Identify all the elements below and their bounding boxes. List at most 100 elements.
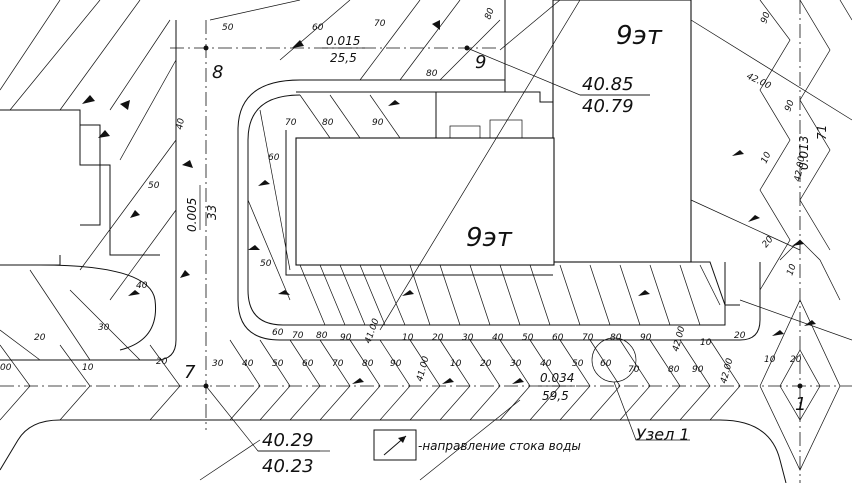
contour-label: 70: [292, 331, 304, 341]
contour-label: 20: [761, 235, 776, 250]
contour-label: 60: [552, 333, 564, 343]
contour-label: 60: [302, 359, 314, 369]
contour-label: 10: [402, 333, 414, 343]
elev-9-existing: 40.79: [582, 96, 634, 117]
contour-label: 40: [136, 281, 148, 291]
node-1-dot: [797, 383, 803, 389]
contour-label: 80: [362, 359, 374, 369]
legend-box: [373, 429, 417, 461]
node-callout-label: Узел 1: [636, 425, 690, 444]
left-building-step: [80, 124, 101, 226]
dist-7-8-value: 33: [205, 205, 219, 220]
flow-arrows: [82, 20, 816, 384]
left-building-base: [0, 255, 61, 266]
contour-label: 30: [462, 333, 474, 343]
contour-label: 10: [82, 363, 94, 373]
contour-label: 10: [764, 355, 776, 365]
contour-label: 20: [790, 355, 802, 365]
floors-main-label: 9эт: [466, 223, 513, 253]
contour-label: 50: [272, 359, 284, 369]
dist-7-1-value: 59,5: [542, 389, 569, 403]
contour-label: 80: [483, 7, 496, 21]
building-annex-2: [489, 119, 523, 139]
contour-label: 80: [316, 331, 328, 341]
road-bottom-left-curb: [0, 419, 61, 471]
contour-labels: 50 60 70 80 80 70 80 90 40 60 50 50 40 3…: [0, 7, 807, 385]
contour-label: 20: [156, 357, 168, 367]
road-curb-top-inner2: [247, 94, 301, 141]
contour-label: 90: [340, 333, 352, 343]
right-lawn-edge: [691, 261, 740, 306]
contour-label: 70: [285, 118, 297, 128]
contour-label: 70: [374, 19, 386, 29]
slope-8-9-value: 0.015: [326, 34, 360, 48]
contour-label: 90: [783, 99, 796, 113]
contour-label: 90: [372, 118, 384, 128]
contour-label: 40: [540, 359, 552, 369]
contour-label: 90: [692, 365, 704, 375]
legend-arrowhead: [398, 436, 406, 443]
elev-9-design: 40.85: [582, 74, 634, 95]
contour-label: 30: [212, 359, 224, 369]
left-lawn-curb: [39, 264, 157, 351]
contour-label: 10: [450, 359, 462, 369]
contour-label: 41.00: [363, 317, 381, 345]
node-8-dot: [203, 45, 209, 51]
contour-label: 30: [98, 323, 110, 333]
legend-label: -направление стока воды: [418, 439, 581, 453]
elev-7-existing: 40.23: [262, 456, 314, 477]
contour-label: 50: [222, 23, 234, 33]
elev-7-design: 40.29: [262, 430, 314, 451]
contour-label: 42.00: [671, 325, 687, 353]
building-annex-1: [449, 125, 481, 139]
contour-label: 40: [242, 359, 254, 369]
contour-label: 30: [510, 359, 522, 369]
node-1-label: 1: [795, 394, 806, 415]
floors-top-label: 9эт: [616, 21, 663, 51]
right-vert-dist: 71: [815, 125, 829, 140]
contour-label: 10: [700, 338, 712, 348]
contour-label: 80: [426, 69, 438, 79]
road-curb-top-inner: [237, 79, 505, 131]
contour-label: 60: [312, 23, 324, 33]
road-left-curb-outer: [0, 20, 177, 361]
node-9-label: 9: [475, 52, 486, 73]
contour-label: 90: [759, 11, 772, 25]
road-court-outer: [237, 130, 761, 341]
node-callout-circle: [591, 337, 637, 383]
contour-label: 50: [572, 359, 584, 369]
node-8-label: 8: [212, 62, 223, 83]
contour-label: 50: [260, 259, 272, 269]
contour-label: 80: [322, 118, 334, 128]
contour-label: 50: [148, 181, 160, 191]
contour-label: 20: [432, 333, 444, 343]
contour-label: 70: [332, 359, 344, 369]
contour-label: 60: [600, 359, 612, 369]
court-inner-edge: [285, 130, 553, 276]
contour-label: 10: [760, 150, 774, 165]
contour-label: 20: [34, 333, 46, 343]
contour-label: 80: [668, 365, 680, 375]
contour-label: 70: [628, 365, 640, 375]
contour-label: 10: [785, 263, 798, 277]
contour-label: 40: [175, 117, 187, 130]
contour-label: 90: [390, 359, 402, 369]
contour-label: 90: [640, 333, 652, 343]
node-callout-leader: [613, 381, 690, 441]
contour-label: 50: [522, 333, 534, 343]
contour-label: 20: [734, 331, 746, 341]
contour-label: 20: [480, 359, 492, 369]
road-court-inner: [247, 140, 726, 326]
contour-label: 42.00: [719, 357, 735, 385]
building-top-right: [552, 0, 692, 263]
contour-label: 70: [582, 333, 594, 343]
node-7-label: 7: [184, 362, 196, 383]
contour-label: 80: [610, 333, 622, 343]
right-vert-slope: 0.013: [797, 136, 811, 170]
left-building-outline: [0, 109, 160, 256]
dist-8-9-value: 25,5: [330, 51, 357, 65]
building-main: [295, 137, 555, 266]
